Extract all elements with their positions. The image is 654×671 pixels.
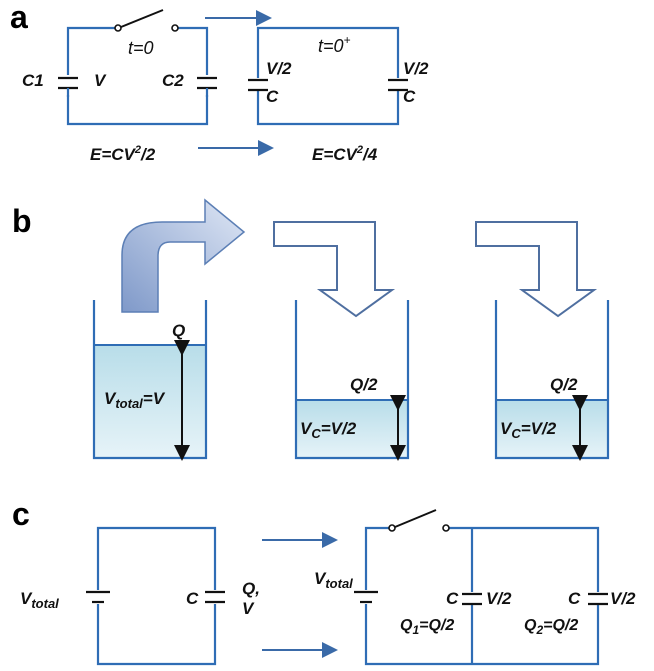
capacitor-c1-icon	[58, 76, 78, 97]
tank-1-level-label: Vtotal=V	[104, 389, 166, 411]
panel-label-a: a	[10, 0, 28, 35]
energy-before-sup: 2	[134, 144, 141, 156]
q2-label: Q2=Q/2	[524, 617, 578, 637]
vtotal-left-sub: total	[31, 596, 59, 611]
v-half-left-label: V/2	[266, 59, 292, 78]
time-plus-sup: +	[344, 33, 351, 47]
battery-left-icon	[86, 590, 110, 604]
vtotal-right-label: Vtotal	[314, 569, 353, 591]
c-right-label: C	[403, 87, 416, 106]
tank-1-charge: Q	[172, 321, 185, 340]
c2-right-label: C	[568, 589, 581, 608]
energy-before-tail: /2	[140, 145, 156, 164]
c1-right-label: C	[446, 589, 459, 608]
panel-a-left-circuit	[58, 9, 217, 126]
time-plus-main: t=0	[318, 36, 344, 56]
q1-sub: 1	[412, 623, 419, 637]
tank-2-charge: Q/2	[350, 375, 378, 394]
tank-1-level-sub: total	[115, 396, 143, 411]
v-label: V	[94, 71, 107, 90]
energy-after-tail: /4	[362, 145, 378, 164]
tank-3-level-tail: =V/2	[521, 419, 557, 438]
flow-arrow-2-icon	[273, 221, 396, 318]
tank-3-level-main: V	[500, 419, 513, 438]
capacitor-right-icon	[388, 78, 408, 92]
v-half-right-label: V/2	[403, 59, 429, 78]
tank-1-level-tail: =V	[143, 389, 166, 408]
vtotal-right-main: V	[314, 569, 327, 588]
q1-main: Q	[400, 617, 413, 634]
time-plus-label: t=0+	[318, 33, 351, 56]
energy-after: E=CV2/4	[312, 144, 378, 164]
capacitor-left-icon	[248, 78, 268, 92]
energy-before-main: E=CV	[90, 145, 137, 164]
q1-tail: =Q/2	[419, 617, 454, 634]
tank-1-level-main: V	[104, 389, 117, 408]
energy-after-main: E=CV	[312, 145, 359, 164]
tank-2-level-label: VC=V/2	[300, 419, 357, 441]
tank-3-water	[496, 400, 608, 458]
q1-label: Q1=Q/2	[400, 617, 454, 637]
tank-3-level-sub: C	[511, 426, 521, 441]
vtotal-left-main: V	[20, 589, 33, 608]
capacitor-c-left-icon	[205, 590, 225, 604]
panel-c-right-circuit	[354, 509, 608, 666]
c1-label: C1	[22, 71, 44, 90]
pour-arrow-icon	[121, 198, 246, 313]
panel-a-right-circuit	[248, 26, 408, 126]
q2-tail: =Q/2	[543, 617, 578, 634]
tank-2-level-main: V	[300, 419, 313, 438]
tank-2-level-sub: C	[311, 426, 321, 441]
tank-3	[494, 300, 610, 461]
tank-3-charge: Q/2	[550, 375, 578, 394]
capacitor-c1-right-icon	[462, 592, 482, 606]
vtotal-right-sub: total	[325, 576, 353, 591]
q2-sub: 2	[535, 623, 543, 637]
q2-main: Q	[524, 617, 537, 634]
switch-right-icon	[388, 509, 450, 532]
tank-1	[92, 300, 208, 461]
switch-time-label: t=0	[128, 38, 154, 58]
v-left-label: V	[242, 599, 255, 618]
capacitor-c2-right-icon	[588, 592, 608, 606]
c2-label: C2	[162, 71, 184, 90]
capacitor-c2-icon	[197, 76, 217, 97]
tank-2-level-tail: =V/2	[321, 419, 357, 438]
c-left-cap-label: C	[186, 589, 199, 608]
tank-2-water	[296, 400, 408, 458]
battery-right-icon	[354, 590, 378, 604]
v2-right-label: V/2	[610, 589, 636, 608]
flow-arrow-3-icon	[475, 221, 598, 318]
c-left-label: C	[266, 87, 279, 106]
tank-2	[294, 300, 410, 461]
switch-icon	[114, 9, 179, 32]
q-left-label: Q,	[242, 579, 260, 598]
panel-label-c: c	[12, 496, 30, 532]
energy-after-sup: 2	[356, 144, 363, 156]
panel-label-b: b	[12, 203, 32, 239]
panel-c-left-circuit	[86, 526, 225, 666]
tank-3-level-label: VC=V/2	[500, 419, 557, 441]
energy-before: E=CV2/2	[90, 144, 156, 164]
vtotal-left-label: Vtotal	[20, 589, 59, 611]
v1-right-label: V/2	[486, 589, 512, 608]
